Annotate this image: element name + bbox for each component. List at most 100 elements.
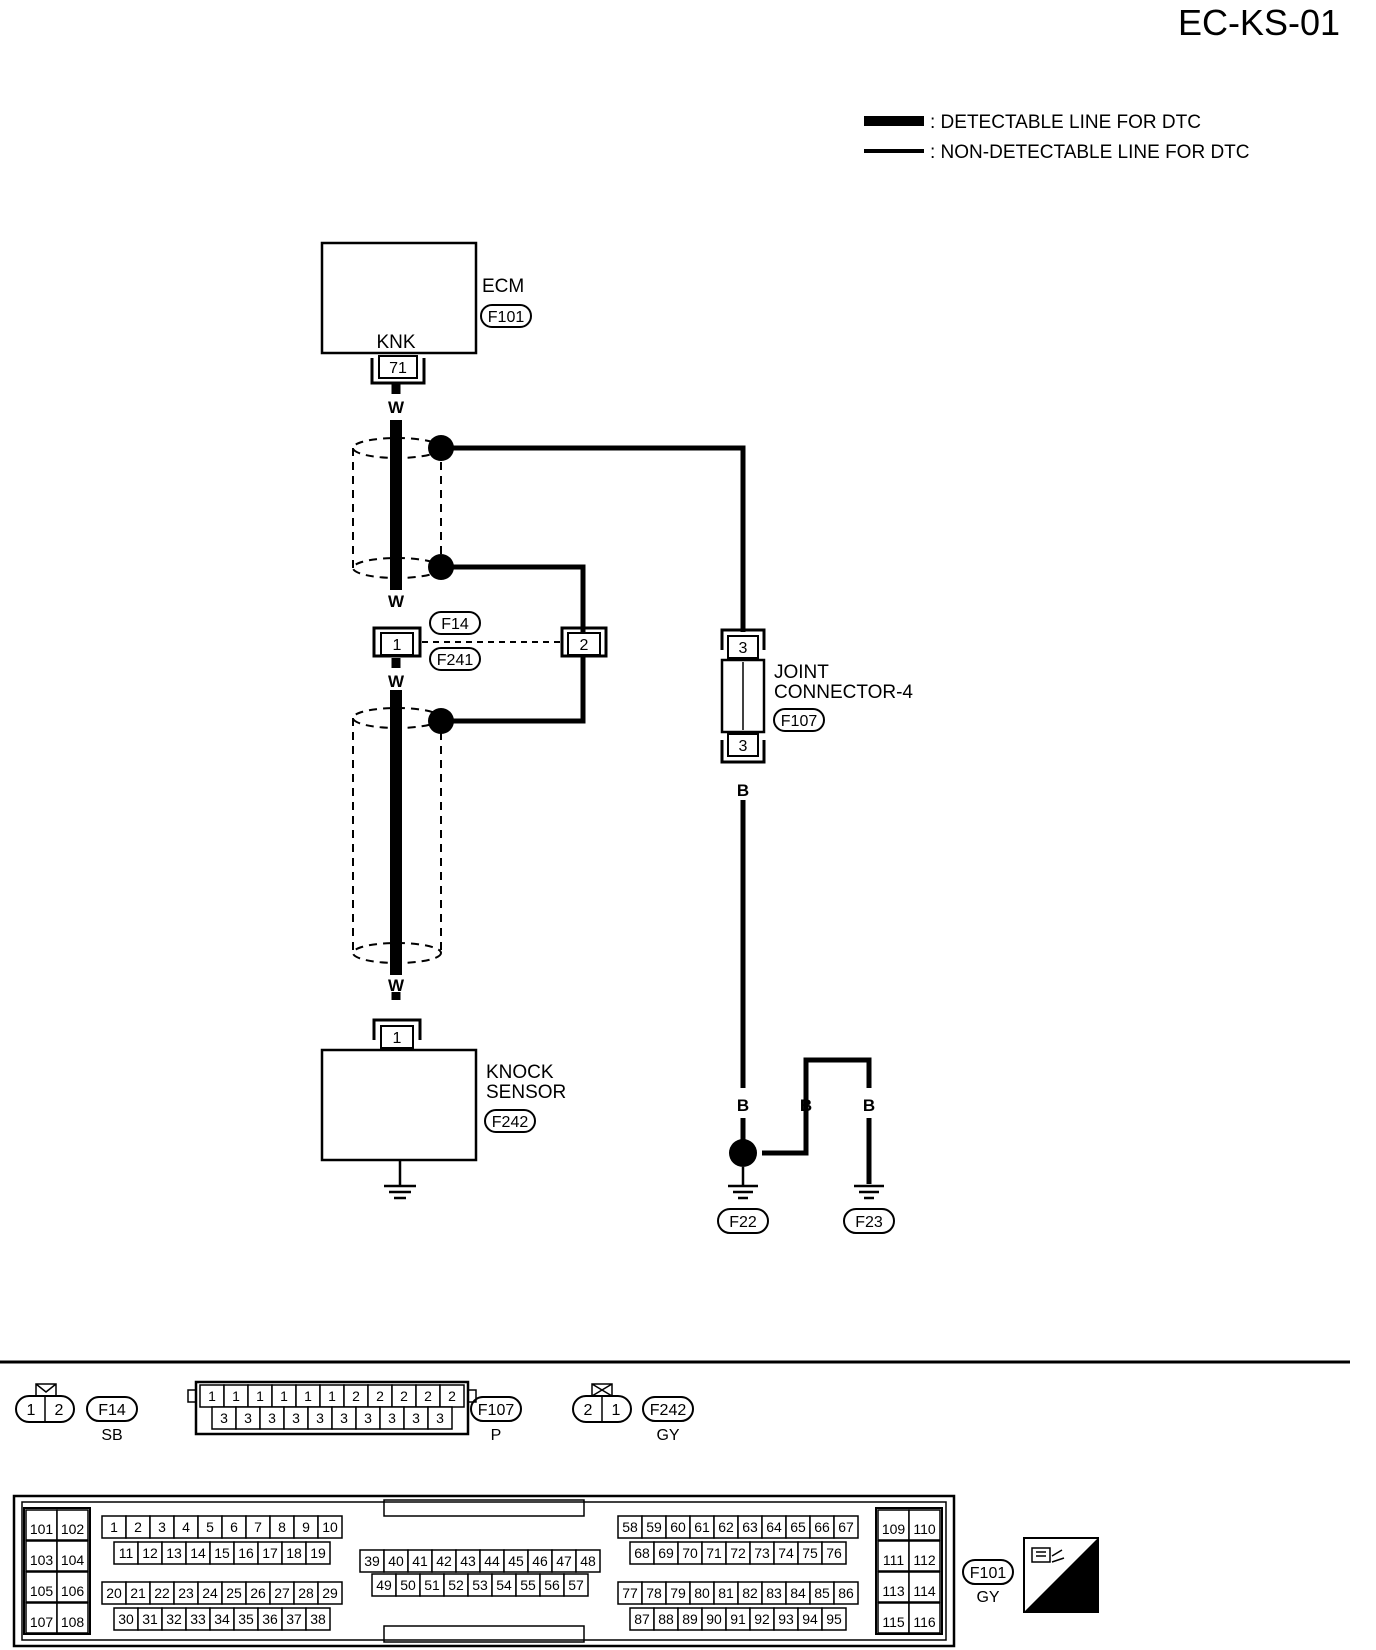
ecm-connector-pill [480, 304, 532, 328]
f101-view-pin-47: 47 [556, 1553, 572, 1569]
wire-color-b-2: B [737, 1096, 749, 1115]
f107-view-pin-bottom: 3 [316, 1410, 324, 1426]
wire-color-b-4: B [863, 1096, 875, 1115]
f101-view-pin-53: 53 [472, 1577, 488, 1593]
f101-view-pin-31: 31 [142, 1611, 158, 1627]
f101-view-pin-11: 11 [119, 1545, 134, 1561]
ecm-terminal-bracket [370, 358, 426, 385]
ground-f23-id: F23 [855, 1214, 883, 1231]
f101-view-pin-93: 93 [778, 1611, 794, 1627]
ground-wires [740, 800, 872, 1184]
f107-view-pin-bottom: 3 [220, 1410, 228, 1426]
ecm-terminal-number: 71 [389, 360, 407, 377]
f101-view-pin-8: 8 [278, 1519, 286, 1535]
f101-view-pin-52: 52 [448, 1577, 464, 1593]
f101-view-pin-84: 84 [790, 1585, 806, 1601]
f101-view-pin-65: 65 [790, 1519, 806, 1535]
ground-symbol-f23 [854, 1184, 884, 1200]
f101-view-id: F101 [970, 1565, 1007, 1582]
f107-view-pin-top: 2 [352, 1388, 360, 1404]
joint-connector: 3 3 JOINT CONNECTOR-4 F107 [720, 628, 913, 764]
ecm-terminal-box [378, 355, 418, 379]
f107-view-pin-top: 1 [256, 1388, 264, 1404]
f107-view-pin-bottom: 3 [388, 1410, 396, 1426]
f107-view-color: P [491, 1427, 502, 1444]
f14-view-id: F14 [98, 1402, 126, 1419]
knock-sensor-label-2: SENSOR [486, 1082, 566, 1103]
f101-view-pin-92: 92 [754, 1611, 770, 1627]
f101-view-pin-19: 19 [310, 1545, 326, 1561]
joint-connector-id: F107 [781, 713, 818, 730]
wire-color-b-1: B [737, 781, 749, 800]
ecm-connector-id: F101 [488, 309, 525, 326]
f101-view-pin-1: 1 [110, 1519, 118, 1535]
splice-dot-1 [428, 435, 454, 461]
splice-dot-2 [428, 554, 454, 580]
hs-harness-icon [1031, 1547, 1065, 1563]
harness-connector-top-id: F14 [441, 616, 469, 633]
splice-dot-3 [428, 708, 454, 734]
legend-thin-line [864, 149, 924, 153]
joint-body [720, 658, 766, 734]
f14-view-color: SB [101, 1427, 122, 1444]
harness-pin-2: 2 [580, 637, 589, 654]
f101-view-pin-60: 60 [670, 1519, 686, 1535]
f107-view-pin-top: 1 [328, 1388, 336, 1404]
f101-view-pin-80: 80 [694, 1585, 710, 1601]
harness-connector: 1 2 F14 F241 [372, 611, 608, 671]
f101-view-pin-103: 103 [30, 1552, 54, 1568]
f101-view-pin-95: 95 [826, 1611, 842, 1627]
f101-view-pin-94: 94 [802, 1611, 818, 1627]
f101-view-pin-43: 43 [460, 1553, 476, 1569]
knock-sensor-pin: 1 [393, 1030, 402, 1047]
f101-view-pin-17: 17 [262, 1545, 278, 1561]
f101-view-pin-90: 90 [706, 1611, 722, 1627]
f101-view-pin-78: 78 [646, 1585, 662, 1601]
f101-view-pin-54: 54 [496, 1577, 512, 1593]
f101-view-pin-83: 83 [766, 1585, 782, 1601]
joint-label-1: JOINT [774, 662, 829, 683]
knock-sensor-box [320, 1048, 478, 1162]
harness-pin-1: 1 [393, 637, 402, 654]
f107-view-pin-bottom: 3 [364, 1410, 372, 1426]
ecm-terminal-name: KNK [376, 332, 415, 353]
f107-view-pin-top: 1 [304, 1388, 312, 1404]
f101-view-pin-7: 7 [254, 1519, 262, 1535]
f101-view-pin-79: 79 [670, 1585, 686, 1601]
f107-view-pin-bottom: 3 [292, 1410, 300, 1426]
f101-view-pin-66: 66 [814, 1519, 830, 1535]
f101-view-pin-42: 42 [436, 1553, 452, 1569]
ground-splice-dot [729, 1139, 757, 1167]
wire-color-w-1: W [388, 398, 405, 417]
f107-view-pin-top: 2 [376, 1388, 384, 1404]
f101-view-pin-36: 36 [262, 1611, 278, 1627]
f101-view-pin-44: 44 [484, 1553, 500, 1569]
f101-view-pin-104: 104 [61, 1552, 85, 1568]
f101-view-pin-30: 30 [118, 1611, 134, 1627]
f101-view-pin-70: 70 [682, 1545, 698, 1561]
wire-color-b-3: B [800, 1096, 812, 1115]
f101-view-pin-81: 81 [718, 1585, 734, 1601]
f101-view-pin-73: 73 [754, 1545, 770, 1561]
legend-non-detectable-label: : NON-DETECTABLE LINE FOR DTC [930, 142, 1250, 163]
f101-view-pin-39: 39 [364, 1553, 380, 1569]
f101-view-pin-56: 56 [544, 1577, 560, 1593]
f101-view-pin-108: 108 [61, 1614, 85, 1630]
f101-view-pin-14: 14 [190, 1545, 206, 1561]
f101-view-pin-87: 87 [634, 1611, 650, 1627]
f101-view-pin-77: 77 [622, 1585, 638, 1601]
legend-thick-line [864, 116, 924, 126]
f101-view-pin-41: 41 [412, 1553, 428, 1569]
f101-view-pin-45: 45 [508, 1553, 524, 1569]
hs-badge-label: H.S. [1056, 1591, 1087, 1608]
f101-view-pin-4: 4 [182, 1519, 190, 1535]
shield-drain-wires [441, 445, 746, 724]
f101-view-pin-61: 61 [694, 1519, 710, 1535]
f101-view-pin-18: 18 [286, 1545, 302, 1561]
f101-view-pin-69: 69 [658, 1545, 674, 1561]
f101-view-pin-32: 32 [166, 1611, 182, 1627]
f107-view-pin-bottom: 3 [412, 1410, 420, 1426]
f101-view-pin-105: 105 [30, 1583, 54, 1599]
f101-view-pin-59: 59 [646, 1519, 662, 1535]
